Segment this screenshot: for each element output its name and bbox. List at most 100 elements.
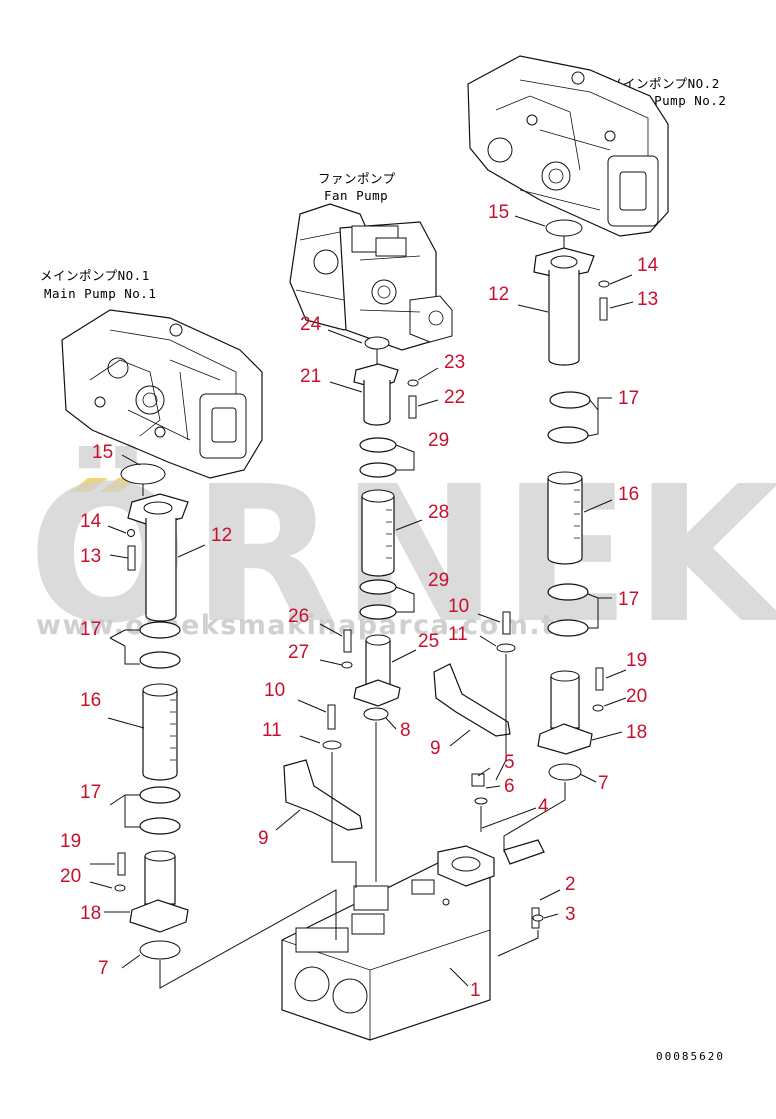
callout-17-right-a: 17 [618,388,639,409]
callout-13-left: 13 [80,546,101,567]
bolt-13-left [127,545,136,571]
callout-18-left: 18 [80,903,101,924]
callout-13-right: 13 [637,289,658,310]
leader-lines [89,215,634,989]
washer-11-right [496,643,516,653]
callout-11-right: 11 [448,624,468,645]
left-tube-assembly [114,463,189,960]
drawing-code: 00085620 [656,1050,725,1063]
callout-5: 5 [504,752,515,773]
washer-20-left [114,884,126,892]
callout-8: 8 [400,720,411,741]
washer-27 [341,661,353,669]
callout-20-right: 20 [626,686,647,707]
callout-numbers: 15 14 13 12 17 16 17 19 20 18 7 24 21 23… [60,202,659,1001]
callout-20-left: 20 [60,866,81,887]
fan-pump-caption-jp: ファンポンプ [318,171,396,186]
callout-25: 25 [418,631,439,652]
o-ring-8 [363,707,389,721]
callout-21: 21 [300,366,321,387]
clamp-17-right-a [549,391,591,409]
main-pump-1-caption-en: Main Pump No.1 [44,286,156,301]
plug-5 [471,773,485,787]
callout-29-a: 29 [428,430,449,451]
main-pump-1-illustration [61,309,263,479]
bolt-19-right [595,667,604,691]
o-ring-15-right [545,219,583,237]
washer-14-right [598,280,610,288]
hose-16-left [142,690,178,781]
callout-14-left: 14 [80,511,102,532]
tube-18-right [550,676,580,729]
main-pump-2-caption-jp: メインポンプNO.2 [610,76,720,91]
clamp-29-b [359,579,397,595]
washer-14-left [127,529,135,537]
callout-19-right: 19 [626,650,647,671]
o-ring-7-left [139,940,181,960]
right-tube-assembly [433,219,610,929]
tube-25 [365,640,391,687]
callout-9-right: 9 [430,738,441,759]
callout-7-right: 7 [598,773,609,794]
main-pump-1-caption-jp: メインポンプNO.1 [40,268,150,283]
clamp-29-a [359,437,397,453]
callout-11-center: 11 [262,720,282,741]
bolt-13-right [599,297,608,321]
callout-26: 26 [288,606,309,627]
center-tube-assembly [283,336,419,831]
main-block-1 [281,839,545,1041]
callout-28: 28 [428,502,449,523]
callout-2: 2 [565,874,576,895]
clamp-17-left-a [139,621,181,639]
o-ring-24 [364,336,390,350]
washer-3 [532,914,544,922]
bolt-26 [343,629,352,653]
callout-10-center: 10 [264,680,285,701]
o-ring-6 [474,797,488,805]
hose-28 [361,496,395,577]
washer-11-center [322,740,342,750]
callout-9-center: 9 [258,828,269,849]
callout-4: 4 [538,796,549,817]
bracket-9-center [283,759,363,831]
callout-6: 6 [504,776,515,797]
callout-12-right: 12 [488,284,509,305]
callout-10-right: 10 [448,596,469,617]
callout-1: 1 [470,980,481,1001]
callout-17-right-b: 17 [618,589,639,610]
fan-pump-illustration [289,203,453,351]
clamp-17-right-b [547,583,589,601]
washer-20-right [592,704,604,712]
o-ring-7-right [548,763,582,781]
callout-27: 27 [288,642,309,663]
callout-24: 24 [300,314,322,335]
callout-15-left: 15 [92,442,113,463]
callout-16-right: 16 [618,484,639,505]
bolt-22 [408,395,417,419]
callout-14-right: 14 [637,255,659,276]
callout-29-b: 29 [428,570,449,591]
fitting-4 [503,839,545,865]
callout-19-left: 19 [60,831,81,852]
callout-16-left: 16 [80,690,101,711]
bolt-10-right [502,611,511,635]
callout-23: 23 [444,352,465,373]
callout-3: 3 [565,904,576,925]
bolt-10-center [327,704,336,730]
callout-17-left-b: 17 [80,782,101,803]
main-pump-2-illustration [467,55,669,237]
callout-7-left: 7 [98,958,109,979]
callout-15-right: 15 [488,202,509,223]
callout-18-right: 18 [626,722,647,743]
fan-pump-caption-en: Fan Pump [324,188,388,203]
clamp-17-left-b [139,786,181,804]
washer-23 [407,379,419,387]
tube-21 [363,380,391,426]
callout-12-left: 12 [211,525,232,546]
callout-17-left-a: 17 [80,619,101,640]
bracket-9-right [433,663,511,737]
hose-16-right [547,478,583,565]
callout-22: 22 [444,387,465,408]
tube-18-left [144,856,176,905]
